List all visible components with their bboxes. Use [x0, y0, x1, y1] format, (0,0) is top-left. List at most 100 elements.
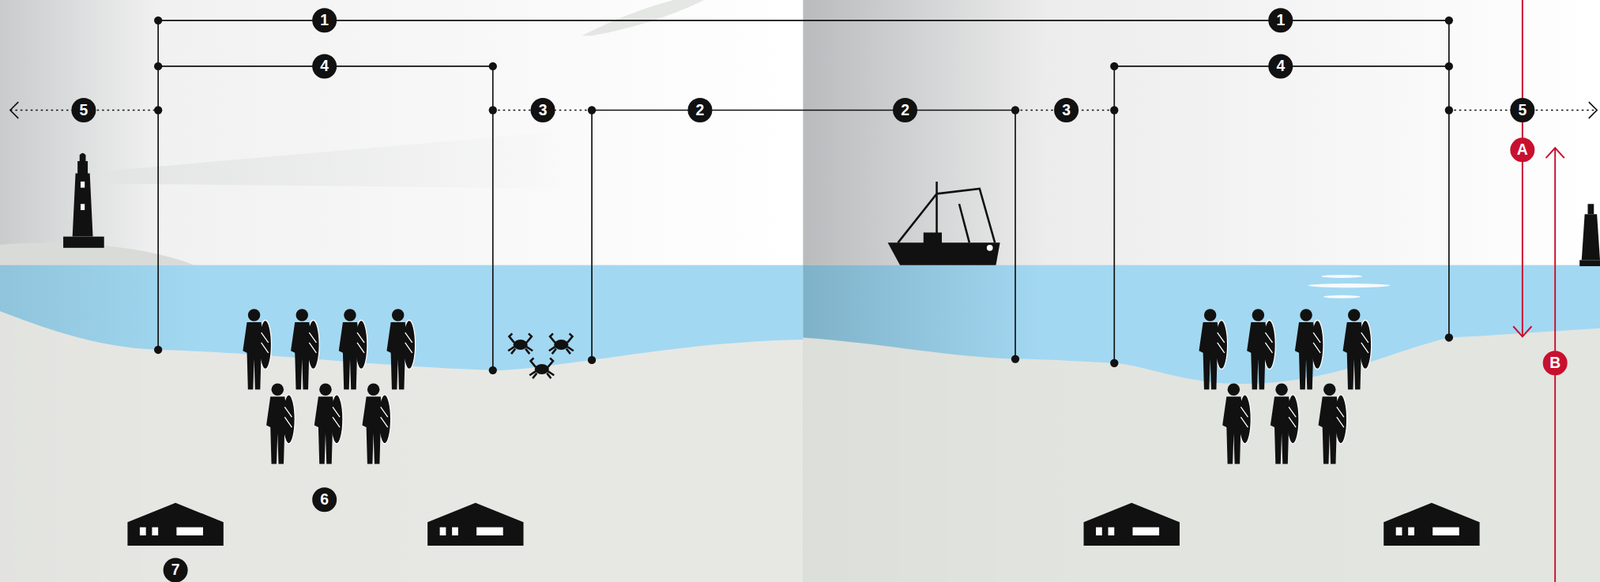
surfer-figure [1295, 308, 1324, 390]
callout-number: 3 [530, 97, 556, 123]
sea [802, 265, 1600, 384]
body [1246, 322, 1269, 390]
surfer-figure [1318, 384, 1348, 465]
board-mark [1264, 332, 1273, 354]
hut-body [127, 503, 223, 546]
body [1198, 322, 1221, 390]
seagull [581, 0, 704, 36]
body [290, 322, 313, 390]
surfer-figure [386, 308, 415, 390]
body [314, 396, 337, 464]
light-beam [101, 130, 572, 189]
callout-number: 4 [312, 53, 337, 79]
crab-body [553, 339, 569, 351]
surfer-figure [266, 384, 295, 465]
head [1227, 384, 1240, 396]
head [1347, 308, 1360, 321]
callout-number: B [1543, 350, 1568, 376]
hut-window [1108, 527, 1115, 536]
board-mark [1361, 332, 1369, 354]
callout-number: 5 [71, 97, 96, 123]
board-mark [1240, 406, 1248, 428]
hut-window [1396, 527, 1403, 536]
body [1222, 396, 1245, 464]
head [367, 384, 380, 396]
surfer-figure [1222, 384, 1251, 465]
surfer-figure [1198, 308, 1228, 390]
body [361, 396, 384, 464]
callout-number: 5 [1509, 97, 1535, 123]
board-mark [357, 332, 365, 354]
surfer-figure [1343, 308, 1372, 390]
head [271, 384, 284, 396]
body [1343, 322, 1366, 390]
crab-legs [529, 357, 554, 379]
callout-number: A [1509, 137, 1535, 162]
board-mark [1313, 332, 1321, 354]
surfer-figure [314, 384, 343, 465]
buoy [1579, 203, 1600, 267]
head [1204, 308, 1216, 321]
wave-glints [1308, 274, 1390, 299]
head [296, 308, 309, 321]
surfer-figure [338, 308, 368, 390]
crab-body [534, 364, 550, 375]
fishing-boat [888, 181, 1001, 266]
head [1299, 308, 1312, 321]
surfer-figure [1246, 308, 1276, 390]
lighthouse [63, 153, 105, 249]
callout-number: 1 [312, 7, 337, 33]
board-mark [332, 406, 340, 428]
body [242, 322, 265, 390]
crab-legs [508, 333, 533, 354]
surfer-figure [361, 384, 391, 465]
body [266, 396, 289, 464]
hut-window [176, 527, 204, 536]
head [343, 308, 356, 321]
board-mark [405, 332, 413, 354]
crab-body [513, 339, 528, 351]
sand [0, 265, 803, 582]
hut-window [440, 527, 447, 536]
hut-body [427, 503, 524, 546]
body [1318, 396, 1341, 464]
board-mark [261, 332, 269, 354]
beach-hut [427, 503, 524, 546]
board-mark [1217, 332, 1225, 354]
surfer-figure [1270, 384, 1299, 465]
figures [127, 308, 1480, 546]
head [1252, 308, 1265, 321]
head [1323, 384, 1336, 396]
callout-number: 2 [687, 97, 712, 123]
callout-number: 7 [163, 557, 189, 582]
head [1275, 384, 1288, 396]
board-mark [308, 332, 317, 354]
surfer-figure [242, 308, 272, 390]
board-mark [380, 406, 388, 428]
head [391, 308, 404, 321]
hut-window [451, 527, 459, 536]
body [1270, 396, 1293, 464]
left-panel [0, 0, 803, 582]
hut-window [476, 527, 504, 536]
dimension-dots [154, 16, 1454, 375]
body [338, 322, 362, 390]
head [248, 308, 260, 321]
dimension-lines [10, 20, 1597, 371]
hut-body [1084, 503, 1180, 546]
crab [508, 333, 533, 354]
callout-number: 4 [1268, 53, 1293, 79]
body [1295, 322, 1318, 390]
hut-body [1383, 503, 1480, 546]
hut-window [1432, 527, 1460, 536]
beach-hut [127, 503, 223, 546]
head [319, 384, 332, 396]
beach-hut [1383, 503, 1480, 546]
surfer-figure [290, 308, 320, 390]
beach-hut [1084, 503, 1180, 546]
callout-number: 3 [1054, 97, 1079, 123]
tide-arrows [1513, 0, 1565, 582]
hut-window [1095, 527, 1103, 536]
board-mark [1288, 406, 1296, 428]
